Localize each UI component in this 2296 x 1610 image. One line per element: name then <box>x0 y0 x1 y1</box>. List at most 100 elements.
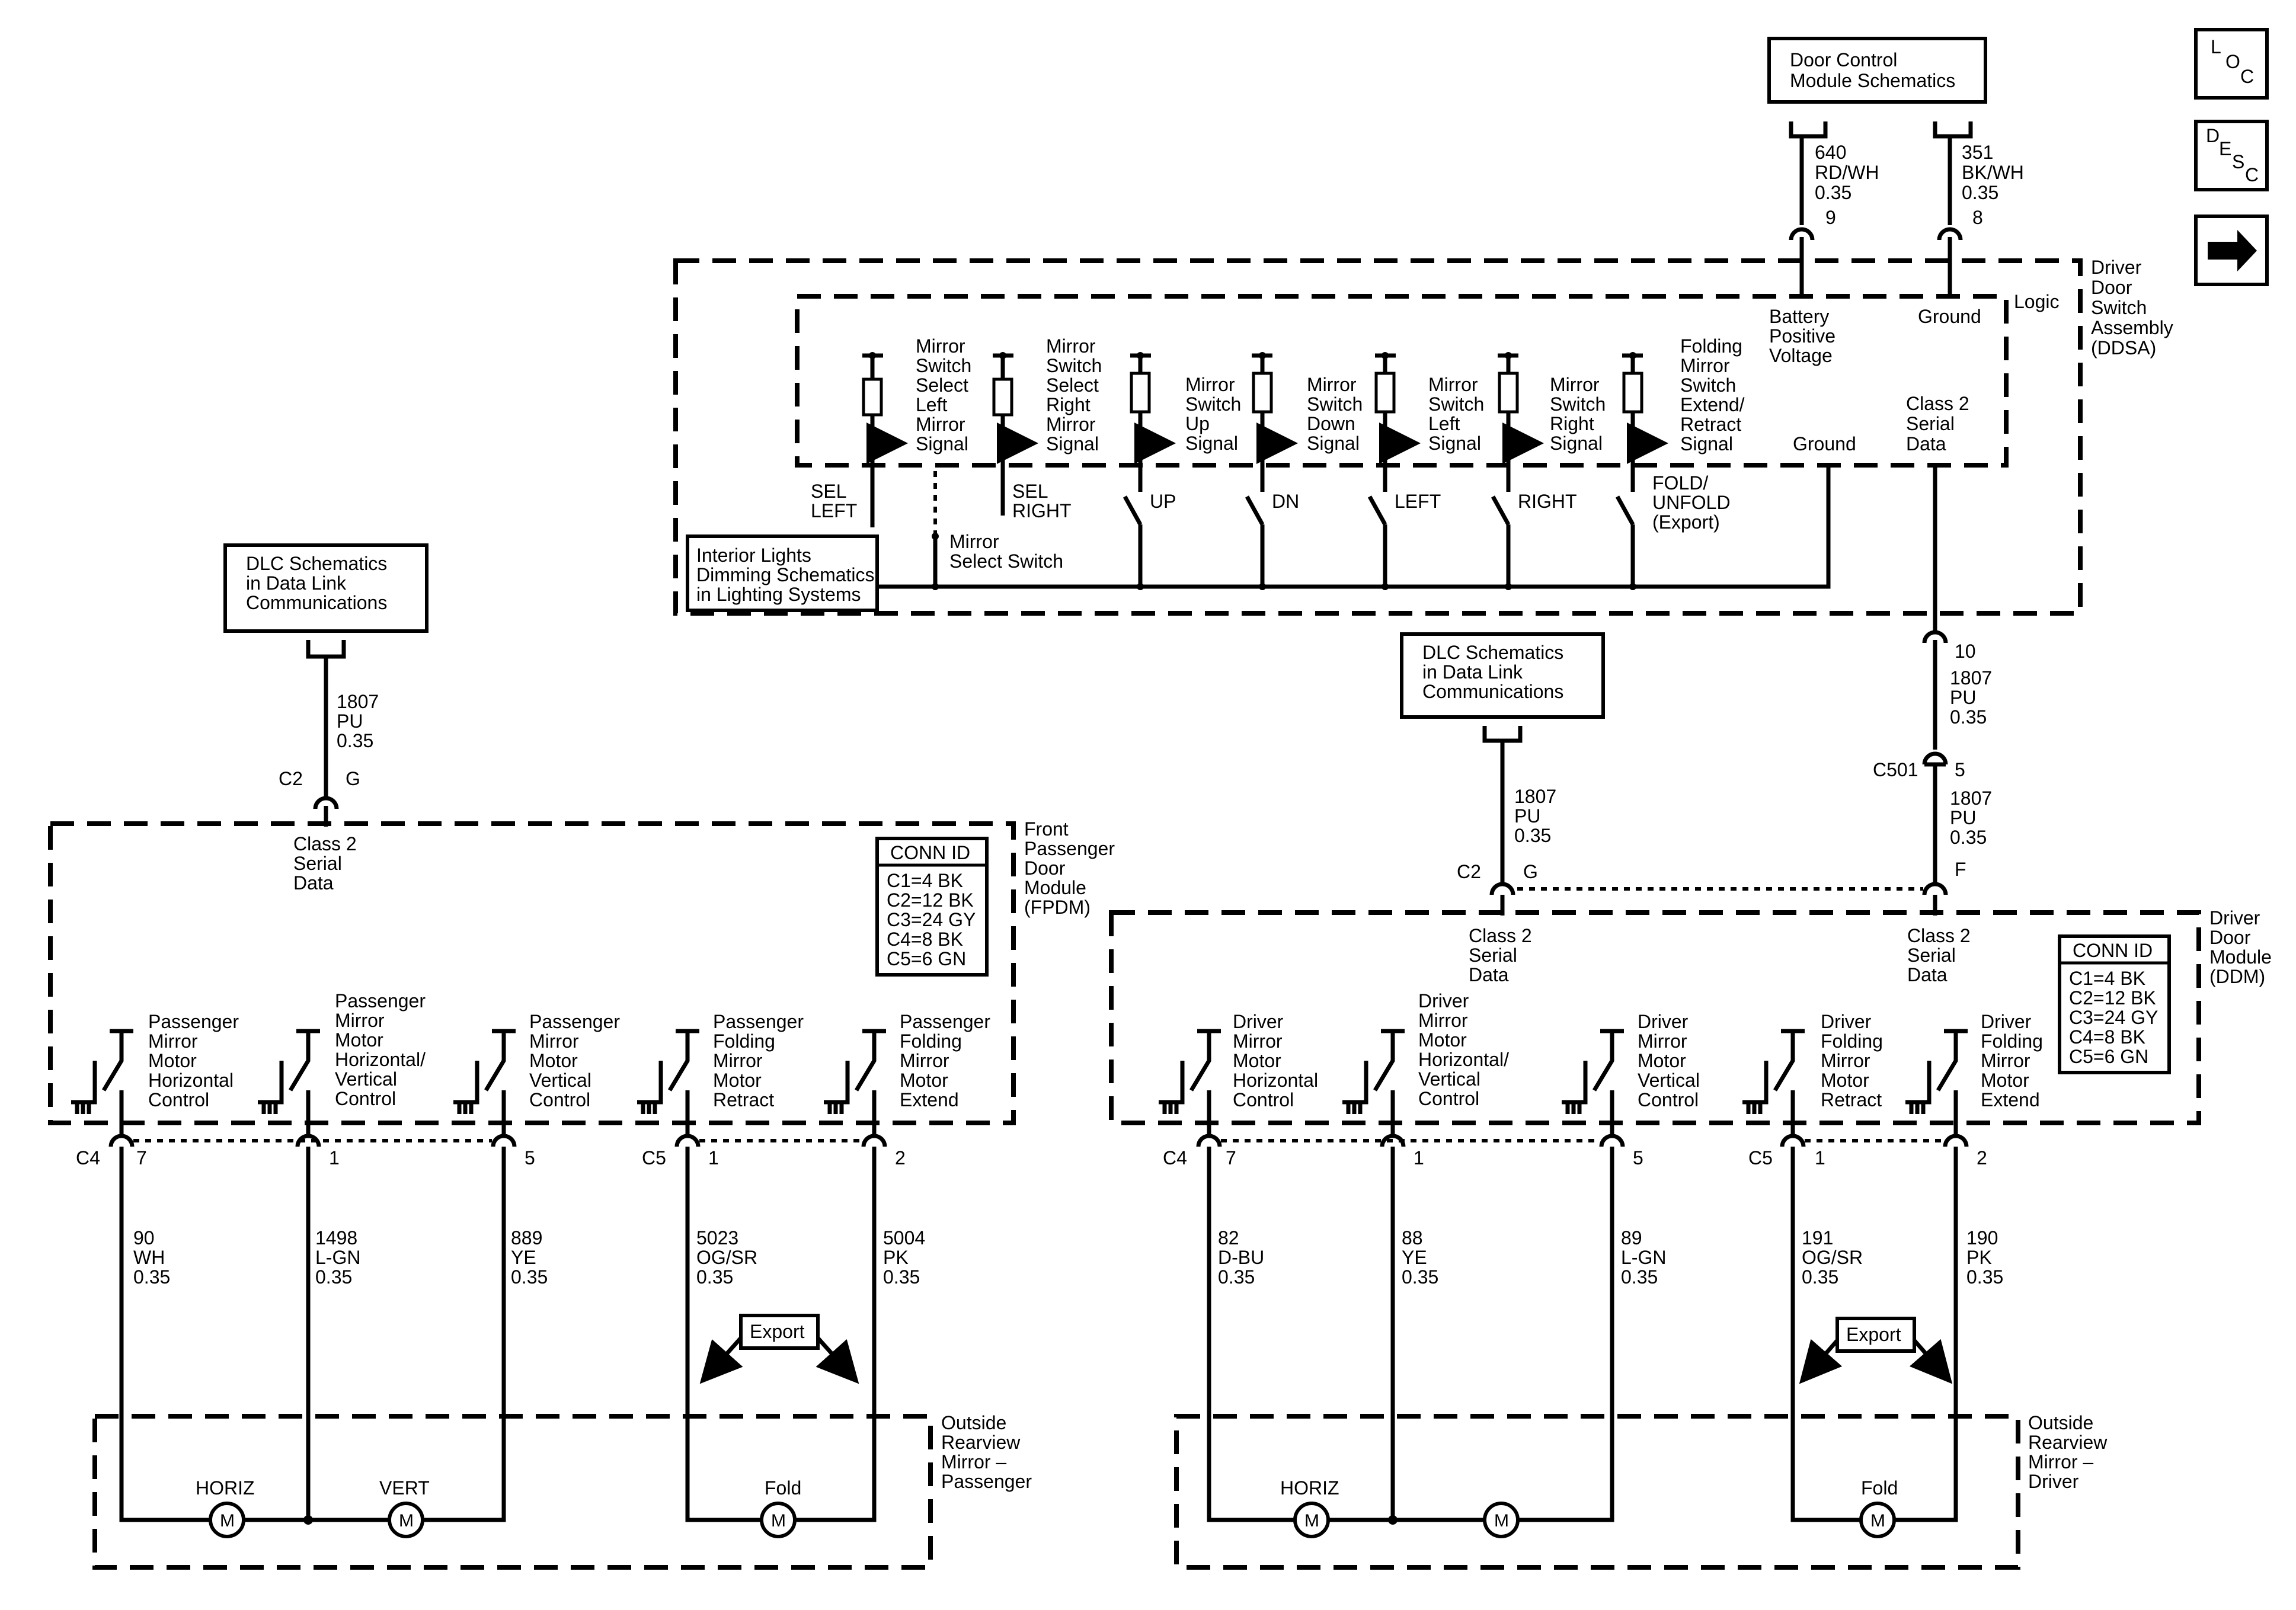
ddm-pin-arcs <box>1196 1134 1969 1147</box>
svg-text:0.35: 0.35 <box>511 1266 548 1288</box>
svg-text:Serial: Serial <box>1469 945 1517 966</box>
svg-text:Driver: Driver <box>1233 1011 1284 1032</box>
fpdm-c5-label: C5 <box>642 1147 666 1169</box>
g-right-label: G <box>1523 861 1538 882</box>
svg-text:WH: WH <box>133 1247 165 1268</box>
ref-line: Dimming Schematics <box>696 564 875 585</box>
signal-channel-sel-right <box>992 352 1038 516</box>
signal-label-right: Mirror Switch Right Signal <box>1550 374 1606 454</box>
svg-text:Door: Door <box>1024 857 1066 879</box>
svg-text:Select Switch: Select Switch <box>949 550 1063 572</box>
ddm-wire-label-1: 82 D-BU 0.35 <box>1218 1227 1264 1288</box>
desc-button[interactable]: D E S C <box>2194 120 2269 191</box>
svg-text:Motor: Motor <box>1418 1029 1467 1051</box>
fpdm-conn-id-table: CONN ID C1=4 BK C2=12 BK C3=24 GY C4=8 B… <box>875 837 989 977</box>
ddm-switch-5-label: Driver Folding Mirror Motor Extend <box>1981 1011 2043 1110</box>
svg-text:0.35: 0.35 <box>1514 825 1551 846</box>
svg-text:Retract: Retract <box>713 1089 774 1110</box>
svg-text:Passenger: Passenger <box>713 1011 804 1032</box>
switch-label-sel-right: SEL RIGHT <box>1012 481 1072 521</box>
svg-text:Battery: Battery <box>1769 306 1829 327</box>
svg-text:0.35: 0.35 <box>1402 1266 1438 1288</box>
svg-text:Voltage: Voltage <box>1769 345 1833 366</box>
svg-text:Switch: Switch <box>2091 297 2147 318</box>
svg-text:Signal: Signal <box>1046 433 1099 454</box>
svg-text:Outside: Outside <box>2028 1412 2093 1433</box>
svg-text:D-BU: D-BU <box>1218 1247 1264 1268</box>
svg-text:Passenger: Passenger <box>529 1011 620 1032</box>
dlc-ref-right[interactable]: DLC Schematics in Data Link Communicatio… <box>1400 632 1605 719</box>
interior-lights-ref[interactable]: Interior Lights Dimming Schematics in Li… <box>686 534 879 612</box>
motor-horiz-passenger: M <box>209 1502 245 1538</box>
svg-text:0.35: 0.35 <box>1802 1266 1838 1288</box>
svg-text:CONN ID: CONN ID <box>2073 940 2153 961</box>
svg-text:Mirror: Mirror <box>916 335 965 357</box>
pin-connector-c2-left <box>313 796 339 809</box>
svg-text:0.35: 0.35 <box>696 1266 733 1288</box>
svg-text:0.35: 0.35 <box>1950 706 1987 728</box>
svg-text:Data: Data <box>1906 433 1946 454</box>
svg-text:OG/SR: OG/SR <box>1802 1247 1863 1268</box>
svg-text:M: M <box>1304 1511 1319 1531</box>
fpdm-boundary <box>48 821 1016 1125</box>
svg-text:PU: PU <box>1950 807 1976 828</box>
connector-stub <box>1933 121 1973 139</box>
svg-text:Mirror –: Mirror – <box>2028 1451 2093 1473</box>
svg-text:Mirror: Mirror <box>713 1050 763 1071</box>
svg-text:Vertical: Vertical <box>335 1068 397 1090</box>
ddsa-logic-boundary <box>795 294 2009 468</box>
fpdm-switch-2 <box>258 1029 320 1138</box>
svg-text:Retract: Retract <box>1821 1089 1882 1110</box>
next-button[interactable] <box>2194 215 2269 286</box>
svg-text:PU: PU <box>337 710 363 732</box>
svg-text:Data: Data <box>1907 964 1948 985</box>
svg-text:Door: Door <box>2091 277 2132 298</box>
ref-line: in Lighting Systems <box>696 584 861 605</box>
svg-text:Mirror: Mirror <box>1418 1010 1468 1031</box>
fpdm-switch-1 <box>71 1029 133 1138</box>
svg-text:Driver: Driver <box>1638 1011 1689 1032</box>
fpdm-wire-5023 <box>685 1147 762 1522</box>
ddm-wire-label-3: 89 L-GN 0.35 <box>1621 1227 1666 1288</box>
svg-text:LEFT: LEFT <box>811 500 857 521</box>
pin-connector-8 <box>1937 227 1963 241</box>
svg-text:PK: PK <box>1966 1247 1992 1268</box>
loc-button[interactable]: L O C <box>2194 28 2269 100</box>
svg-text:Control: Control <box>1233 1089 1294 1110</box>
svg-text:Mirror: Mirror <box>1680 355 1730 376</box>
svg-text:Passenger: Passenger <box>1024 838 1115 859</box>
loc-letter-o: O <box>2225 51 2240 72</box>
svg-text:0.35: 0.35 <box>1815 182 1851 203</box>
svg-text:Motor: Motor <box>713 1070 762 1091</box>
svg-text:8: 8 <box>1972 207 1983 228</box>
svg-text:Driver: Driver <box>2091 257 2142 278</box>
ddsa-boundary <box>673 258 2083 616</box>
right-arrow-icon <box>2208 230 2257 271</box>
svg-text:Door: Door <box>2209 927 2251 948</box>
svg-text:0.35: 0.35 <box>883 1266 920 1288</box>
svg-text:Rearview: Rearview <box>941 1432 1021 1453</box>
svg-text:Motor: Motor <box>335 1029 383 1051</box>
pin-f-label: F <box>1955 859 1966 880</box>
svg-text:YE: YE <box>511 1247 536 1268</box>
svg-text:0.35: 0.35 <box>1950 827 1987 848</box>
door-control-module-ref[interactable]: Door Control Module Schematics <box>1767 37 1987 104</box>
wire-1807-a-label: 1807 PU 0.35 <box>1950 667 1992 728</box>
dlc-ref-left[interactable]: DLC Schematics in Data Link Communicatio… <box>223 543 428 633</box>
svg-text:1807: 1807 <box>1514 786 1556 807</box>
svg-text:Driver: Driver <box>2028 1471 2079 1492</box>
svg-text:88: 88 <box>1402 1227 1423 1249</box>
ddm-wire-label-5: 190 PK 0.35 <box>1966 1227 2003 1288</box>
fpdm-pin-label: 5 <box>525 1147 535 1169</box>
svg-text:0.35: 0.35 <box>315 1266 352 1288</box>
ddm-wire-190 <box>1894 1147 1958 1522</box>
svg-text:(DDM): (DDM) <box>2209 966 2265 987</box>
ddm-boundary <box>1109 910 2201 1125</box>
svg-text:Class 2: Class 2 <box>293 833 357 854</box>
switch-label-dn: DN <box>1272 491 1299 512</box>
ddm-switch-5 <box>1905 1029 1968 1138</box>
ddm-c4-label: C4 <box>1163 1147 1187 1169</box>
svg-text:C1=4 BK: C1=4 BK <box>2069 968 2145 989</box>
ground-top-label: Ground <box>1918 306 1981 327</box>
svg-text:CONN ID: CONN ID <box>890 842 970 863</box>
